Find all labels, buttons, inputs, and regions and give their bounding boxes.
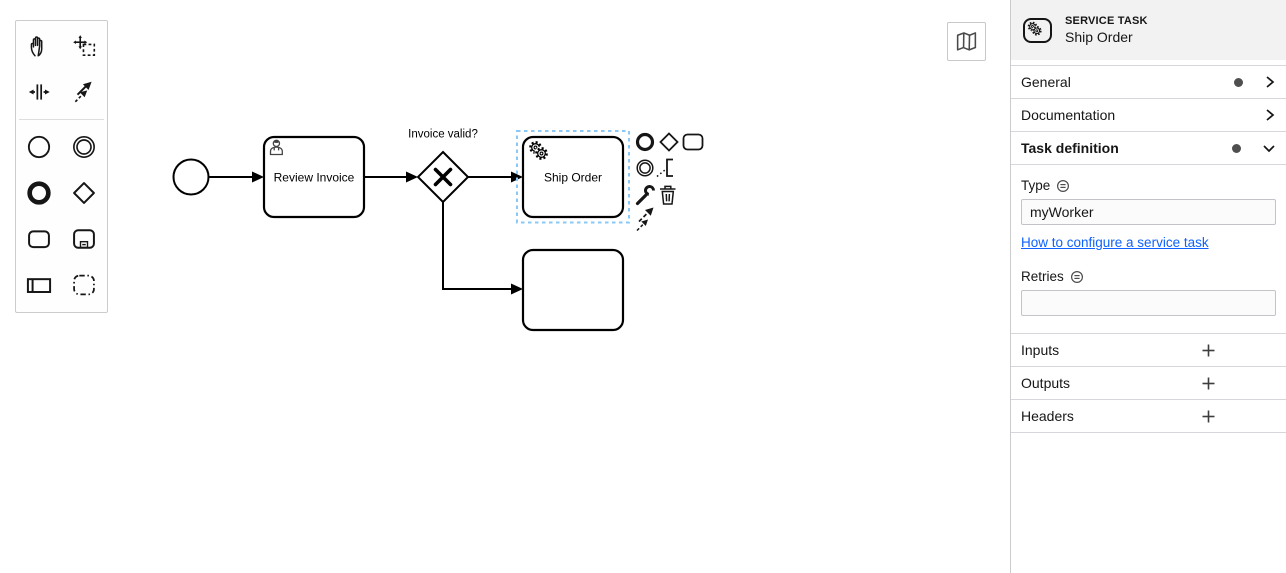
global-connect-tool[interactable] — [62, 69, 107, 115]
sequence-flow-start-review[interactable] — [209, 171, 265, 183]
diagram-layer: Review Invoice Invoice valid? — [172, 129, 704, 332]
create-participant[interactable] — [17, 262, 62, 308]
lasso-icon — [73, 35, 96, 57]
task-review-invoice[interactable]: Review Invoice — [262, 135, 366, 219]
add-output-button[interactable] — [1201, 376, 1216, 391]
task-unnamed[interactable] — [521, 248, 625, 332]
selection-outline — [516, 130, 630, 224]
type-input[interactable] — [1021, 199, 1276, 225]
append-text-annotation-icon[interactable] — [656, 158, 673, 178]
append-task-icon[interactable] — [682, 133, 704, 151]
create-subprocess[interactable] — [62, 216, 107, 262]
service-task-gears-icon — [1023, 17, 1052, 43]
palette-separator — [19, 119, 104, 120]
group-documentation[interactable]: Documentation — [1011, 99, 1286, 132]
space-icon — [28, 84, 50, 100]
circled-equals-icon — [1057, 179, 1070, 192]
group-label: Documentation — [1021, 107, 1116, 123]
double-circle-icon — [73, 136, 95, 158]
minimap-toggle-button[interactable] — [947, 22, 986, 61]
task-definition-content: Type How to configure a service task Ret… — [1011, 165, 1286, 334]
wrench-icon[interactable] — [635, 185, 655, 206]
edited-dot-indicator — [1234, 77, 1243, 87]
append-intermediate-event-icon[interactable] — [636, 159, 654, 177]
trash-icon[interactable] — [660, 185, 676, 205]
create-end-event[interactable] — [17, 170, 62, 216]
map-icon — [956, 32, 977, 51]
create-gateway[interactable] — [62, 170, 107, 216]
palette — [15, 20, 108, 313]
group-icon — [73, 274, 95, 296]
circled-equals-icon — [1070, 270, 1083, 283]
group-label: Outputs — [1021, 375, 1071, 391]
user-task-icon — [269, 139, 283, 156]
plus-icon — [1202, 377, 1215, 389]
group-headers[interactable]: Headers — [1011, 400, 1286, 433]
properties-header: SERVICE TASK Ship Order — [1011, 0, 1286, 60]
start-event-shape[interactable] — [172, 158, 210, 196]
group-label: General — [1021, 74, 1071, 90]
group-general[interactable]: General — [1011, 66, 1286, 99]
add-header-button[interactable] — [1201, 409, 1216, 424]
group-label: Inputs — [1021, 342, 1060, 358]
task-label: Review Invoice — [274, 171, 355, 185]
service-task-gears-icon — [529, 141, 549, 161]
retries-field-label: Retries — [1021, 269, 1064, 284]
pool-icon — [26, 278, 52, 293]
create-task[interactable] — [17, 216, 62, 262]
plus-icon — [1202, 410, 1215, 422]
hand-icon — [30, 36, 43, 57]
chevron-down-icon — [1262, 142, 1276, 154]
edited-dot-indicator — [1232, 143, 1241, 153]
append-gateway-icon[interactable] — [659, 132, 679, 152]
sequence-flow-review-gateway[interactable] — [364, 171, 418, 183]
context-pad — [635, 132, 704, 232]
gateway-label: Invoice valid? — [408, 129, 478, 141]
create-start-event[interactable] — [17, 124, 62, 170]
x-marker-icon — [433, 167, 453, 187]
bpmn-canvas[interactable]: Review Invoice Invoice valid? — [0, 0, 1010, 573]
connect-arrows-icon — [74, 81, 92, 103]
add-input-button[interactable] — [1201, 343, 1216, 358]
diamond-icon — [73, 182, 95, 204]
plus-icon — [1202, 344, 1215, 356]
task-label: Ship Order — [544, 171, 602, 185]
connect-arrow-icon[interactable] — [636, 207, 654, 232]
element-type-label: SERVICE TASK — [1065, 15, 1148, 28]
sequence-flow-gateway-unnamed[interactable] — [442, 202, 523, 295]
configure-service-task-link[interactable]: How to configure a service task — [1021, 235, 1209, 250]
space-tool[interactable] — [17, 69, 62, 115]
retries-input[interactable] — [1021, 290, 1276, 316]
lasso-tool[interactable] — [62, 23, 107, 69]
group-label: Headers — [1021, 408, 1074, 424]
task-ship-order[interactable]: Ship Order — [521, 135, 625, 219]
hand-tool[interactable] — [17, 23, 62, 69]
thin-circle-icon — [27, 135, 51, 159]
group-outputs[interactable]: Outputs — [1011, 367, 1286, 400]
properties-panel: SERVICE TASK Ship Order General Document… — [1010, 0, 1286, 573]
thick-circle-icon — [27, 181, 51, 205]
gateway-exclusive[interactable]: Invoice valid? — [408, 129, 478, 204]
chevron-right-icon — [1264, 108, 1276, 122]
group-inputs[interactable]: Inputs — [1011, 334, 1286, 367]
chevron-right-icon — [1264, 75, 1276, 89]
subprocess-icon — [73, 229, 95, 249]
append-end-event-icon[interactable] — [635, 132, 655, 152]
rounded-rect-icon — [28, 230, 50, 249]
sequence-flow-gateway-ship[interactable] — [468, 171, 523, 183]
create-intermediate-event[interactable] — [62, 124, 107, 170]
group-label: Task definition — [1021, 140, 1119, 156]
type-field-label: Type — [1021, 178, 1051, 193]
element-name-label: Ship Order — [1065, 28, 1133, 45]
create-group[interactable] — [62, 262, 107, 308]
group-task-definition[interactable]: Task definition — [1011, 132, 1286, 165]
